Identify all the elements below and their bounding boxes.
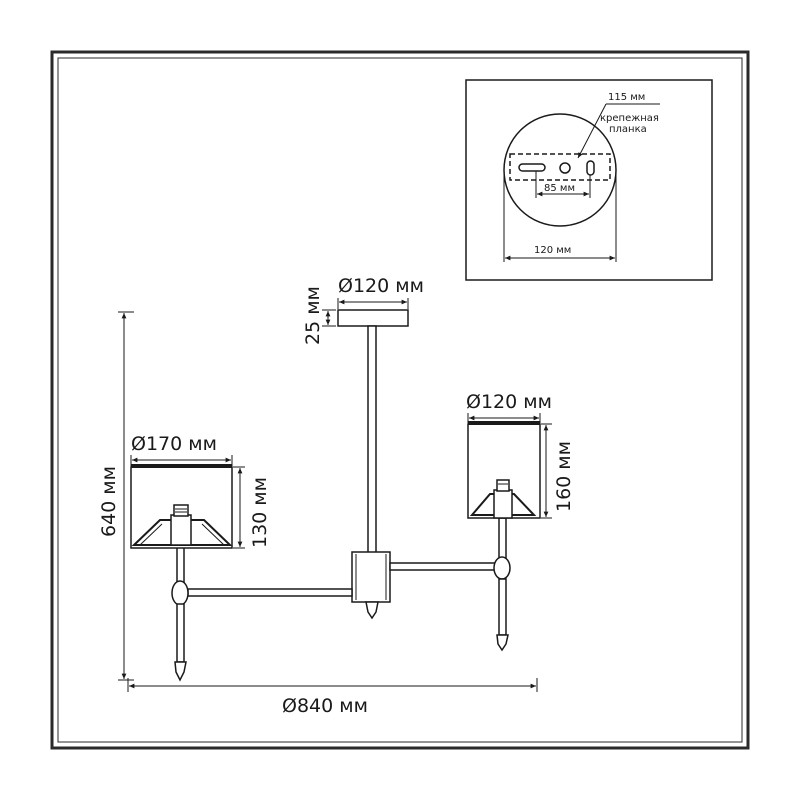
canopy-height-dimension: 25 мм <box>302 286 324 345</box>
hole-spacing-label: 85 мм <box>544 183 575 194</box>
left-arm <box>187 588 353 597</box>
canopy <box>337 309 409 327</box>
inset-mounting-detail: 115 мм крепежная планка 85 мм 120 мм <box>465 79 713 281</box>
left-shade-height-dimension: 130 мм <box>249 477 271 548</box>
right-shade-diameter-dimension: Ø120 мм <box>466 391 552 413</box>
left-rod-lower <box>176 603 185 663</box>
plate-name-line1: крепежная <box>600 113 659 124</box>
left-knuckle <box>171 580 189 606</box>
outer-frame <box>50 50 750 750</box>
left-finial <box>174 661 187 682</box>
right-socket <box>493 489 513 519</box>
canopy-diameter-dimension: Ø120 мм <box>338 275 424 297</box>
right-rod-lower <box>498 578 507 636</box>
plate-name-line2: планка <box>609 124 647 135</box>
right-arm <box>389 562 499 571</box>
right-lamp-holder <box>469 493 537 516</box>
right-bulb-base <box>496 479 510 492</box>
chandelier <box>130 309 541 682</box>
left-lamp-holder <box>131 519 233 546</box>
left-rod-upper <box>176 544 185 586</box>
left-shade-diameter-dimension: Ø170 мм <box>131 433 217 455</box>
dimension-lines <box>118 298 552 692</box>
total-diameter-dimension: Ø840 мм <box>282 695 368 717</box>
hub-finial <box>365 601 379 620</box>
plate-width-label: 115 мм <box>608 92 645 103</box>
right-shade-height-dimension: 160 мм <box>553 441 575 512</box>
canopy-diameter-label: 120 мм <box>534 245 571 256</box>
left-bulb-base <box>173 504 189 517</box>
left-socket <box>170 514 192 546</box>
right-finial <box>496 634 509 652</box>
mounting-plate <box>509 153 611 181</box>
total-height-dimension: 640 мм <box>98 466 120 537</box>
right-knuckle <box>493 556 511 580</box>
center-hub <box>351 551 391 603</box>
right-rod-upper <box>498 517 507 561</box>
slot-hole-left <box>518 163 546 172</box>
center-hole <box>559 162 571 174</box>
central-rod <box>367 325 377 555</box>
